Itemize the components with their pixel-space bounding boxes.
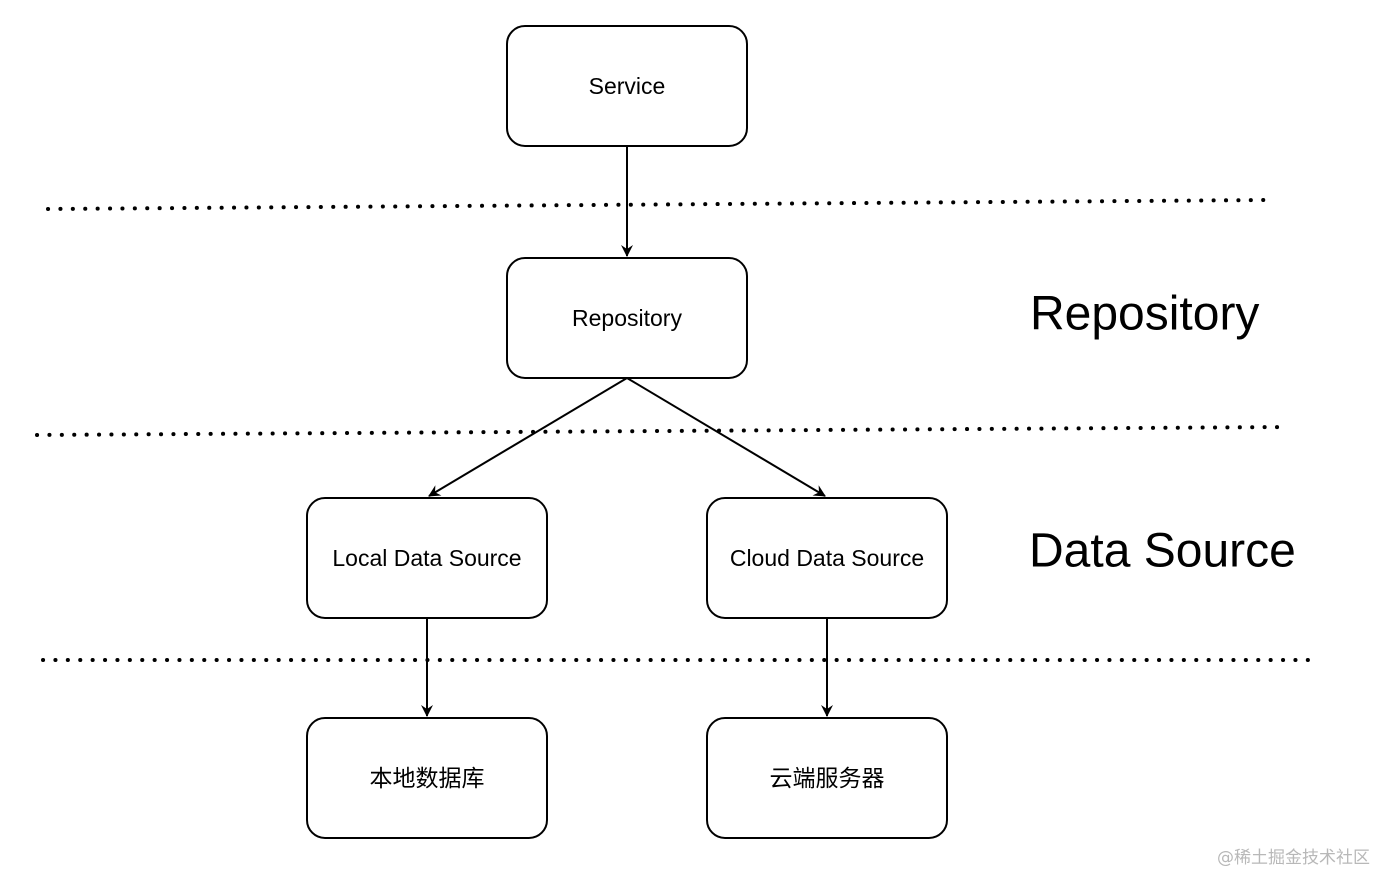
layer-label-data-source: Data Source: [1029, 525, 1296, 578]
cloud-server-label: 云端服务器: [770, 765, 885, 791]
local-data-source-label: Local Data Source: [332, 545, 521, 571]
repository-node: Repository: [506, 257, 748, 379]
local-data-source-node: Local Data Source: [306, 497, 548, 619]
local-database-label: 本地数据库: [370, 765, 485, 791]
layer-divider-top: [46, 198, 1270, 211]
cloud-server-node: 云端服务器: [706, 717, 948, 839]
arrow-repository-to-cloud-data-source: [626, 377, 826, 497]
watermark: @稀土掘金技术社区: [1217, 848, 1370, 868]
layer-divider-middle: [35, 425, 1290, 437]
cloud-data-source-label: Cloud Data Source: [730, 545, 924, 571]
local-database-node: 本地数据库: [306, 717, 548, 839]
repository-node-label: Repository: [572, 305, 682, 331]
service-node: Service: [506, 25, 748, 147]
layer-label-repository: Repository: [1030, 288, 1259, 341]
arrow-repository-to-local-data-source: [428, 377, 628, 497]
cloud-data-source-node: Cloud Data Source: [706, 497, 948, 619]
service-node-label: Service: [589, 73, 666, 99]
